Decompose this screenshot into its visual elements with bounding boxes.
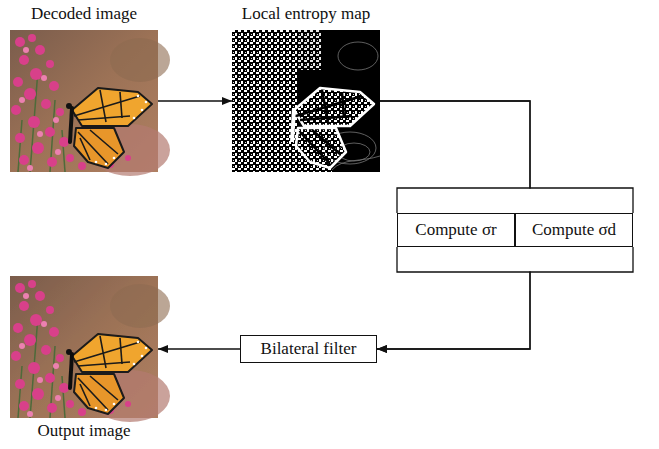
flow-arrow	[377, 247, 530, 349]
flow-arrow	[380, 101, 530, 213]
map-butterfly	[294, 88, 374, 168]
node-label: Local entropy map	[242, 4, 370, 24]
flow-arrow	[377, 247, 633, 349]
node-label: Compute σr	[415, 220, 496, 240]
butterfly-photo	[10, 30, 170, 176]
node-label: Bilateral filter	[261, 339, 357, 359]
output-photo	[10, 276, 170, 422]
process-box: Compute σd	[515, 213, 633, 247]
node-label: Compute σd	[532, 220, 616, 240]
map-ground	[232, 30, 380, 172]
decoded-photo	[10, 30, 170, 176]
image-panel: Decoded image	[10, 30, 158, 172]
process-box: Bilateral filter	[240, 335, 377, 363]
flow-arrow	[380, 101, 633, 213]
flow-arrow	[158, 348, 240, 349]
node-label: Decoded image	[31, 4, 137, 24]
process-box: Compute σr	[397, 213, 515, 247]
image-panel: Output image	[10, 276, 158, 418]
flow-arrow	[158, 100, 232, 101]
image-panel: Local entropy map	[232, 30, 380, 172]
node-label: Output image	[37, 421, 130, 441]
map-body	[292, 108, 294, 142]
entropy-map	[232, 30, 380, 172]
butterfly-photo	[10, 276, 170, 422]
map-veins	[296, 90, 362, 164]
